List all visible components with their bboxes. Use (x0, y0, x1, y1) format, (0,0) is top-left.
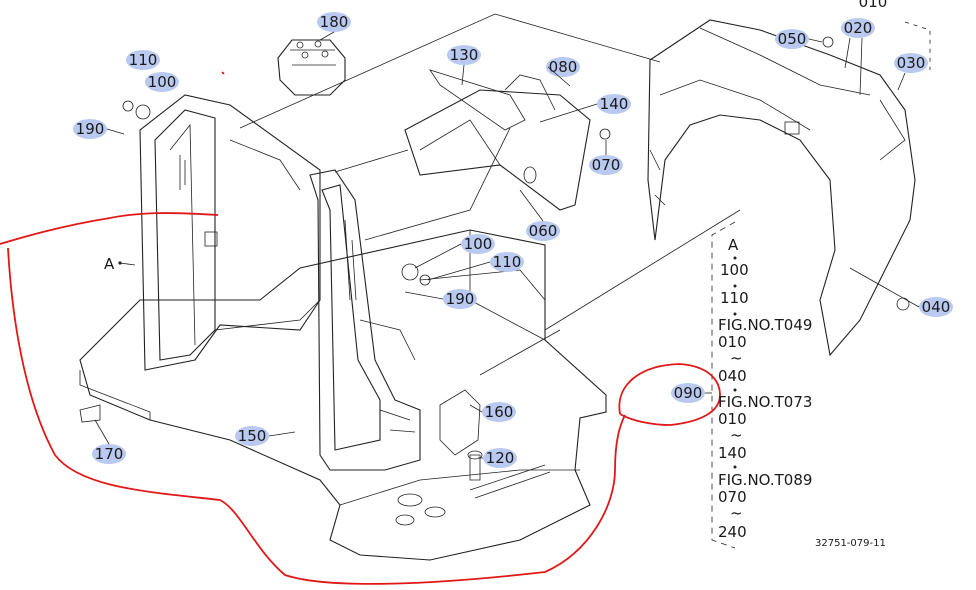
seq-item: 070 (718, 488, 747, 506)
part-label: 150 (235, 426, 269, 446)
svg-text:A: A (104, 255, 115, 273)
svg-text:110: 110 (129, 51, 158, 69)
part-label: 070 (589, 155, 623, 175)
svg-text:110: 110 (493, 253, 522, 271)
part-label: 050 (775, 29, 809, 49)
seq-item: 100 (720, 261, 749, 279)
svg-text:040: 040 (922, 298, 951, 316)
svg-text:140: 140 (600, 95, 629, 113)
svg-text:060: 060 (529, 222, 558, 240)
svg-text:120: 120 (486, 449, 515, 467)
badge-leaders (94, 31, 920, 459)
seq-item: 010 (718, 333, 747, 351)
svg-text:050: 050 (778, 30, 807, 48)
part-badges: 180 110 100 190 130 080 140 070 060 050 … (73, 12, 953, 468)
part-label: 110 (126, 50, 160, 70)
svg-text:170: 170 (95, 445, 124, 463)
seq-item: 140 (718, 444, 747, 462)
part-label: 160 (482, 402, 516, 422)
svg-text:100: 100 (148, 73, 177, 91)
part-label: 170 (92, 444, 126, 464)
part-label: 140 (597, 94, 631, 114)
part-label: 080 (546, 57, 580, 77)
svg-text:030: 030 (897, 54, 926, 72)
svg-text:090: 090 (674, 384, 703, 402)
seq-item: 040 (718, 367, 747, 385)
part-label: 100 (461, 234, 495, 254)
line-art (79, 13, 931, 561)
part-label: 130 (447, 45, 481, 65)
part-label: 100 (145, 72, 179, 92)
seq-item: FIG.NO.T049 (718, 316, 812, 334)
part-label: 120 (483, 448, 517, 468)
seq-item: 010 (718, 410, 747, 428)
seq-item: ~ (730, 504, 743, 522)
svg-text:190: 190 (446, 290, 475, 308)
seq-item: ~ (730, 426, 743, 444)
part-label: 020 (841, 18, 875, 38)
part-label: 040 (919, 297, 953, 317)
svg-text:150: 150 (238, 427, 267, 445)
red-markup (0, 71, 721, 585)
svg-text:100: 100 (464, 235, 493, 253)
svg-text:020: 020 (844, 19, 873, 37)
seq-item: 110 (720, 289, 749, 307)
top-cut-label: 010 (859, 0, 888, 11)
part-label: 190 (443, 289, 477, 309)
seq-item: FIG.NO.T089 (718, 471, 812, 489)
pointer-label-a: A (104, 255, 136, 273)
part-label: 180 (317, 12, 351, 32)
svg-text:080: 080 (549, 58, 578, 76)
part-label: 190 (73, 119, 107, 139)
part-label: 110 (490, 252, 524, 272)
seq-item: FIG.NO.T073 (718, 393, 812, 411)
svg-text:180: 180 (320, 13, 349, 31)
svg-text:160: 160 (485, 403, 514, 421)
part-label: 030 (894, 53, 928, 73)
part-label: 090 (671, 383, 705, 403)
part-label: 060 (526, 221, 560, 241)
svg-text:190: 190 (76, 120, 105, 138)
reference-code: 32751-079-11 (815, 538, 886, 549)
seq-item: A (728, 236, 739, 254)
svg-text:130: 130 (450, 46, 479, 64)
svg-text:070: 070 (592, 156, 621, 174)
seq-item: ~ (730, 349, 743, 367)
seq-item: 240 (718, 523, 747, 541)
sequence-list: A 100 110 FIG.NO.T049 010 ~ 040 FIG.NO.T… (718, 236, 812, 541)
